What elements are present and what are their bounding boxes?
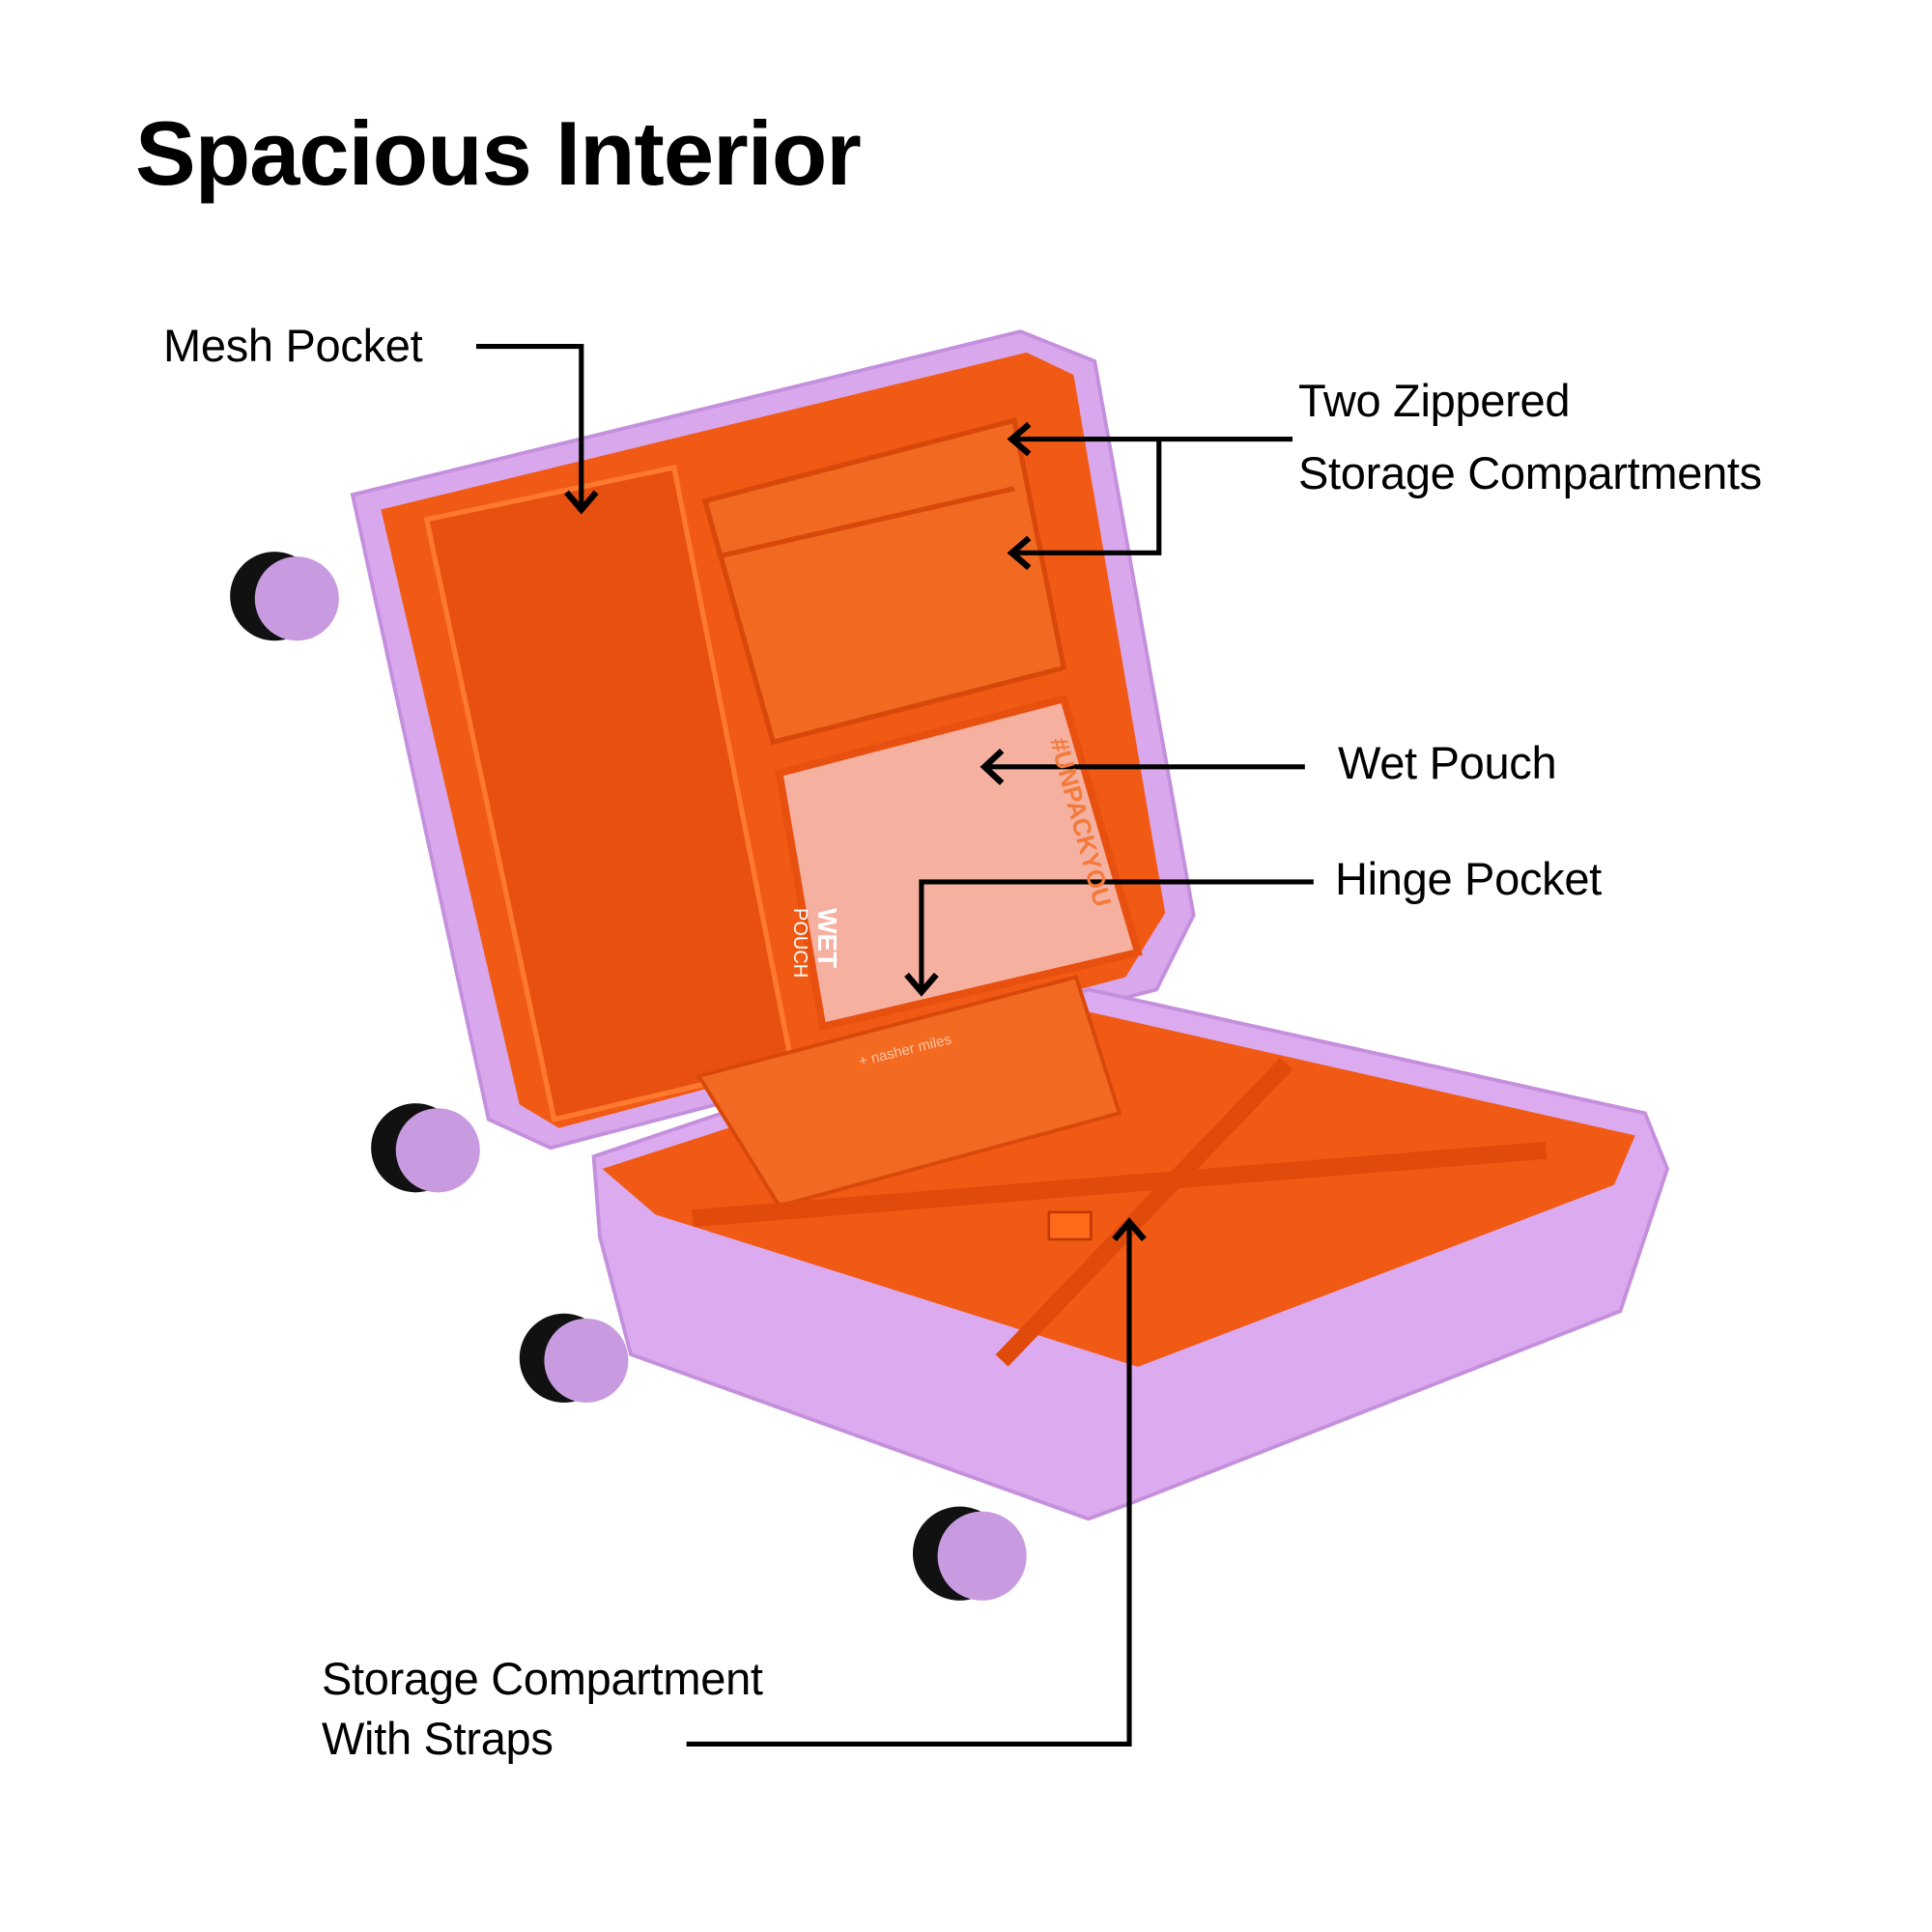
label-two-zippered: Two Zippered xyxy=(1298,375,1571,426)
mesh-pocket-line xyxy=(475,343,584,507)
label-mesh-pocket: Mesh Pocket xyxy=(163,320,423,371)
wheels xyxy=(230,552,1027,1601)
arrowhead-icon xyxy=(1112,1217,1147,1242)
label-storage-compartments: Storage Compartments xyxy=(1298,447,1762,498)
arrowhead-icon xyxy=(980,748,1005,785)
straps-line xyxy=(686,1224,1132,1747)
label-with-straps: With Straps xyxy=(322,1713,554,1764)
label-wet-pouch: Wet Pouch xyxy=(1338,737,1557,788)
hinge-pocket xyxy=(696,975,1122,1208)
zippered-compartments xyxy=(701,417,1067,746)
label-hinge-pocket: Hinge Pocket xyxy=(1335,853,1602,904)
pouch-print: POUCH xyxy=(789,908,810,979)
strap-buckle xyxy=(1047,1210,1093,1241)
arrowhead-icon xyxy=(1007,421,1032,571)
suitcase-lid xyxy=(350,329,1196,1151)
hinge-pocket-line xyxy=(919,879,1314,990)
strap xyxy=(692,1141,1548,1228)
wet-pouch xyxy=(775,694,1143,1032)
page-title: Spacious Interior xyxy=(135,102,862,204)
wet-pouch-print: WET POUCH xyxy=(786,908,842,979)
callout-lines xyxy=(475,343,1314,1747)
arrowhead-icon xyxy=(563,490,599,515)
arrowhead-icon xyxy=(904,972,939,997)
wheel xyxy=(371,1103,480,1193)
wheel xyxy=(912,1506,1027,1601)
wheel xyxy=(230,552,339,641)
wet-print: WET xyxy=(812,908,842,969)
wheel xyxy=(519,1313,629,1403)
label-storage-compartment: Storage Compartment xyxy=(322,1653,763,1704)
strap xyxy=(995,1057,1293,1367)
zippered-line xyxy=(1013,436,1293,555)
